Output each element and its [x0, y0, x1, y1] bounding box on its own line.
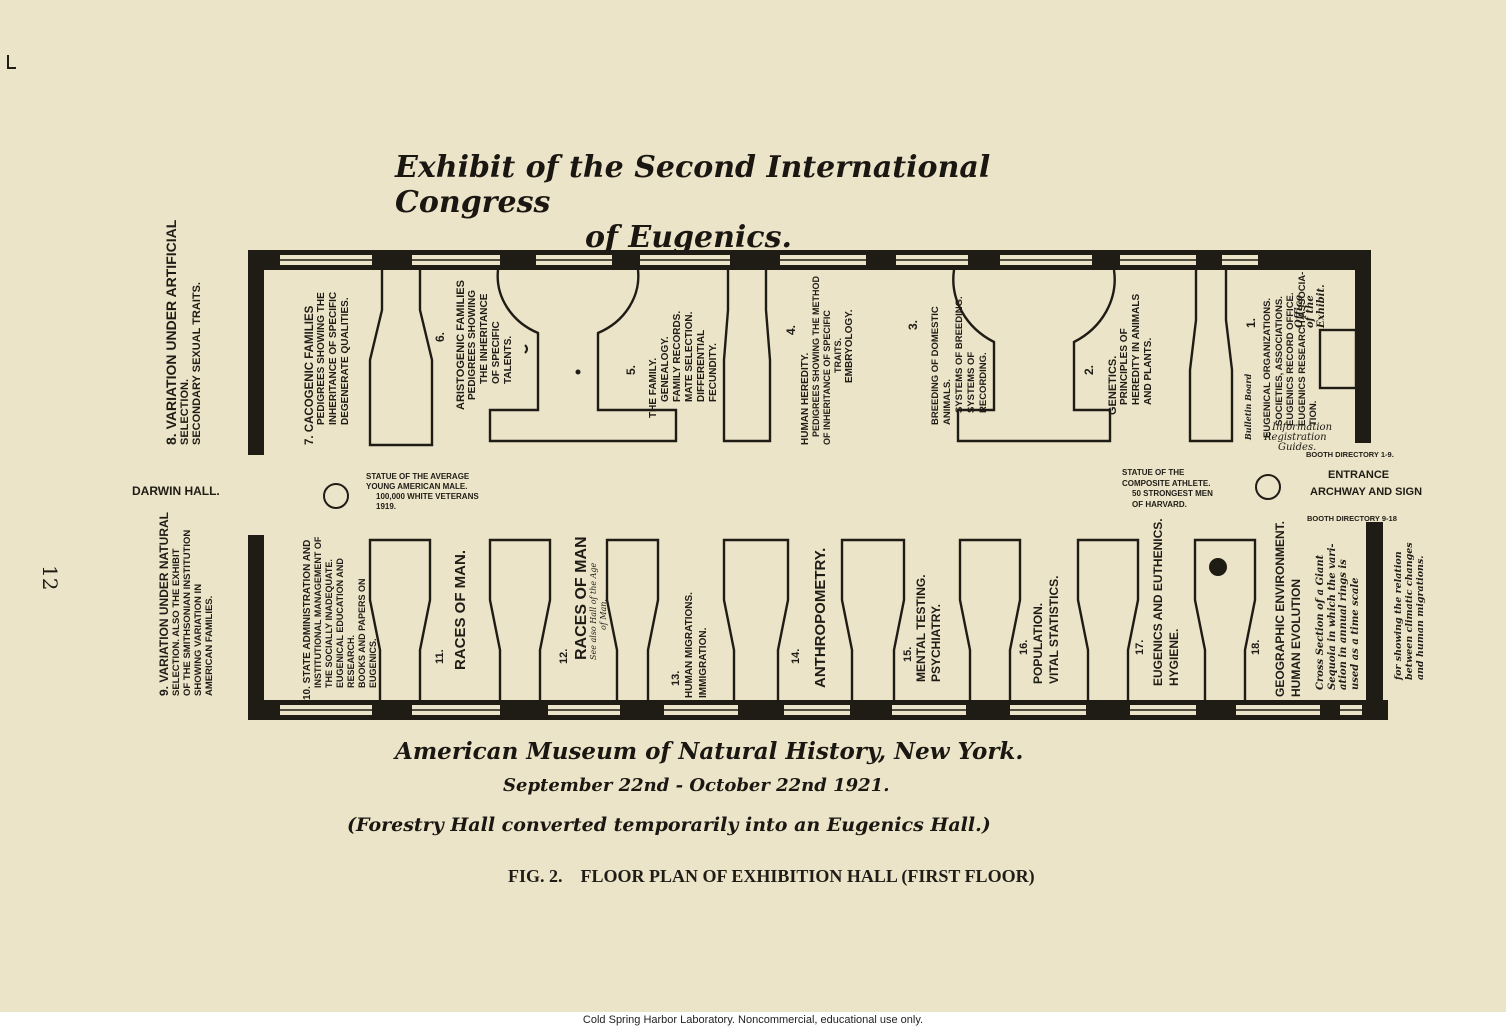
booth-6-label: ARISTOGENIC FAMILIES PEDIGREES SHOWING T…: [455, 280, 514, 410]
booth-12-label: RACES OF MAN See also Hall of the Age of…: [573, 536, 608, 660]
booth-15-label: MENTAL TESTING. PSYCHIATRY.: [914, 574, 943, 682]
booth-13-number: 13.: [670, 670, 682, 686]
paper-sheet: Exhibit of the Second International Cong…: [0, 0, 1506, 1012]
statue-average-male-label: STATUE OF THE AVERAGE YOUNG AMERICAN MAL…: [366, 472, 479, 511]
bottom-booth-7: [1076, 538, 1140, 700]
statue-average-male-icon: [323, 483, 349, 509]
copyright-footer: Cold Spring Harbor Laboratory. Noncommer…: [582, 1014, 924, 1026]
booth-14-number: 14.: [790, 648, 802, 664]
booth-12-number: 12.: [558, 648, 570, 664]
hall-decor: [7, 55, 1281, 576]
booth-6-number: 6.: [433, 331, 447, 342]
wall-right-lower: [1366, 522, 1383, 720]
booth-3-number: 3.: [906, 319, 920, 330]
booth-2-number: 2.: [1082, 364, 1096, 375]
museum-line: American Museum of Natural History, New …: [395, 738, 1024, 765]
darwin-hall-label: DARWIN HALL.: [132, 484, 220, 498]
floor-plan: [7, 55, 1388, 720]
booth-17-label: EUGENICS AND EUTHENICS. HYGIENE.: [1151, 518, 1181, 686]
booth-1-number: 1.: [1244, 317, 1258, 328]
forestry-line: (Forestry Hall converted temporarily int…: [347, 814, 991, 836]
booth-15-number: 15.: [902, 646, 914, 662]
booth-11-number: 11.: [434, 649, 446, 664]
booth-5-number: 5.: [624, 364, 638, 375]
booth-3-label: BREEDING OF DOMESTIC ANIMALS. SYSTEMS OF…: [930, 296, 989, 425]
booth-14-label: ANTHROPOMETRY.: [812, 547, 829, 688]
wall-right-upper: [1355, 250, 1371, 443]
booth-7-6-divider: [368, 270, 434, 447]
entrance-label: ENTRANCE ARCHWAY AND SIGN: [1310, 469, 1423, 498]
bottom-booth-1: [368, 538, 432, 700]
booth-7-label: 7. CACOGENIC FAMILIES PEDIGREES SHOWING …: [304, 291, 351, 445]
title-line-2: of Eugenics.: [585, 220, 792, 255]
booth-2-label: GENETICS. PRINCIPLES OF HEREDITY IN ANIM…: [1107, 293, 1154, 415]
booth-10-label: 10. STATE ADMINISTRATION AND INSTITUTION…: [302, 536, 378, 700]
label-8-variation-artificial: 8. VARIATION UNDER ARTIFICIAL SELECTION.…: [163, 219, 203, 445]
sequoia-cross-section-icon: [1209, 558, 1227, 576]
booth-3-2-t-shape: [952, 269, 1116, 443]
bottom-booth-6: [958, 538, 1022, 700]
statue-composite-athlete-label: STATUE OF THE COMPOSITE ATHLETE. 50 STRO…: [1122, 468, 1213, 509]
booth-2-1-divider: [1188, 270, 1234, 443]
booth-18-number: 18.: [1250, 639, 1262, 655]
figure-caption: FIG. 2. FLOOR PLAN OF EXHIBITION HALL (F…: [508, 866, 1035, 886]
booth-4-number: 4.: [784, 324, 798, 335]
booth-13-label: HUMAN MIGRATIONS. IMMIGRATION.: [684, 592, 709, 698]
relation-label: for showing the relation between climati…: [1393, 542, 1426, 680]
booth-16-number: 16.: [1018, 639, 1030, 655]
booth-17-number: 17.: [1134, 639, 1146, 655]
booth-4-label: HUMAN HEREDITY. PEDIGREES SHOWING THE ME…: [800, 275, 855, 445]
bottom-booth-5: [840, 538, 906, 700]
office-label: Office of the Exhibit.: [1294, 284, 1327, 328]
bottom-booth-8: [1193, 538, 1257, 700]
statue-composite-athlete-icon: [1255, 474, 1281, 500]
ink-dot: [575, 369, 581, 375]
ink-mark: [524, 344, 528, 354]
booth-16-label: POPULATION. VITAL STATISTICS.: [1031, 575, 1061, 684]
booth-directory-top: BOOTH DIRECTORY 1-9.: [1306, 450, 1394, 459]
hall-walls: [248, 250, 1388, 720]
booth-directory-bottom: BOOTH DIRECTORY 9-18: [1307, 514, 1397, 523]
booth-11-label: RACES OF MAN.: [452, 550, 469, 670]
bulletin-board-label: Bulletin Board: [1243, 373, 1253, 440]
wall-left-upper: [248, 250, 264, 455]
information-label: Information Registration Guides.: [1264, 422, 1333, 453]
dates-line: September 22nd - October 22nd 1921.: [503, 775, 890, 796]
bottom-booth-2: [488, 538, 552, 700]
bottom-booth-3: [605, 538, 660, 700]
booth-4-divider: [722, 270, 772, 443]
booth-5-label: THE FAMILY. GENEALOGY. FAMILY RECORDS. M…: [648, 310, 719, 418]
booth-outlines: [368, 269, 1358, 700]
wall-left-lower: [248, 535, 264, 720]
booth-18-label: GEOGRAPHIC ENVIRONMENT. HUMAN EVOLUTION: [1273, 520, 1303, 697]
label-9-variation-natural: 9. VARIATION UNDER NATURAL SELECTION. AL…: [157, 512, 215, 696]
title-line-1: Exhibit of the Second International Cong…: [395, 150, 991, 220]
sequoia-label: Cross Section of a Giant Sequoia in whic…: [1315, 543, 1361, 690]
bottom-booth-4: [722, 538, 790, 700]
exhibit-title: Exhibit of the Second International Cong…: [395, 150, 1095, 255]
booth-6-5-t-shape: [488, 269, 678, 443]
corner-mark: [7, 55, 16, 69]
office-box: [1318, 328, 1358, 390]
